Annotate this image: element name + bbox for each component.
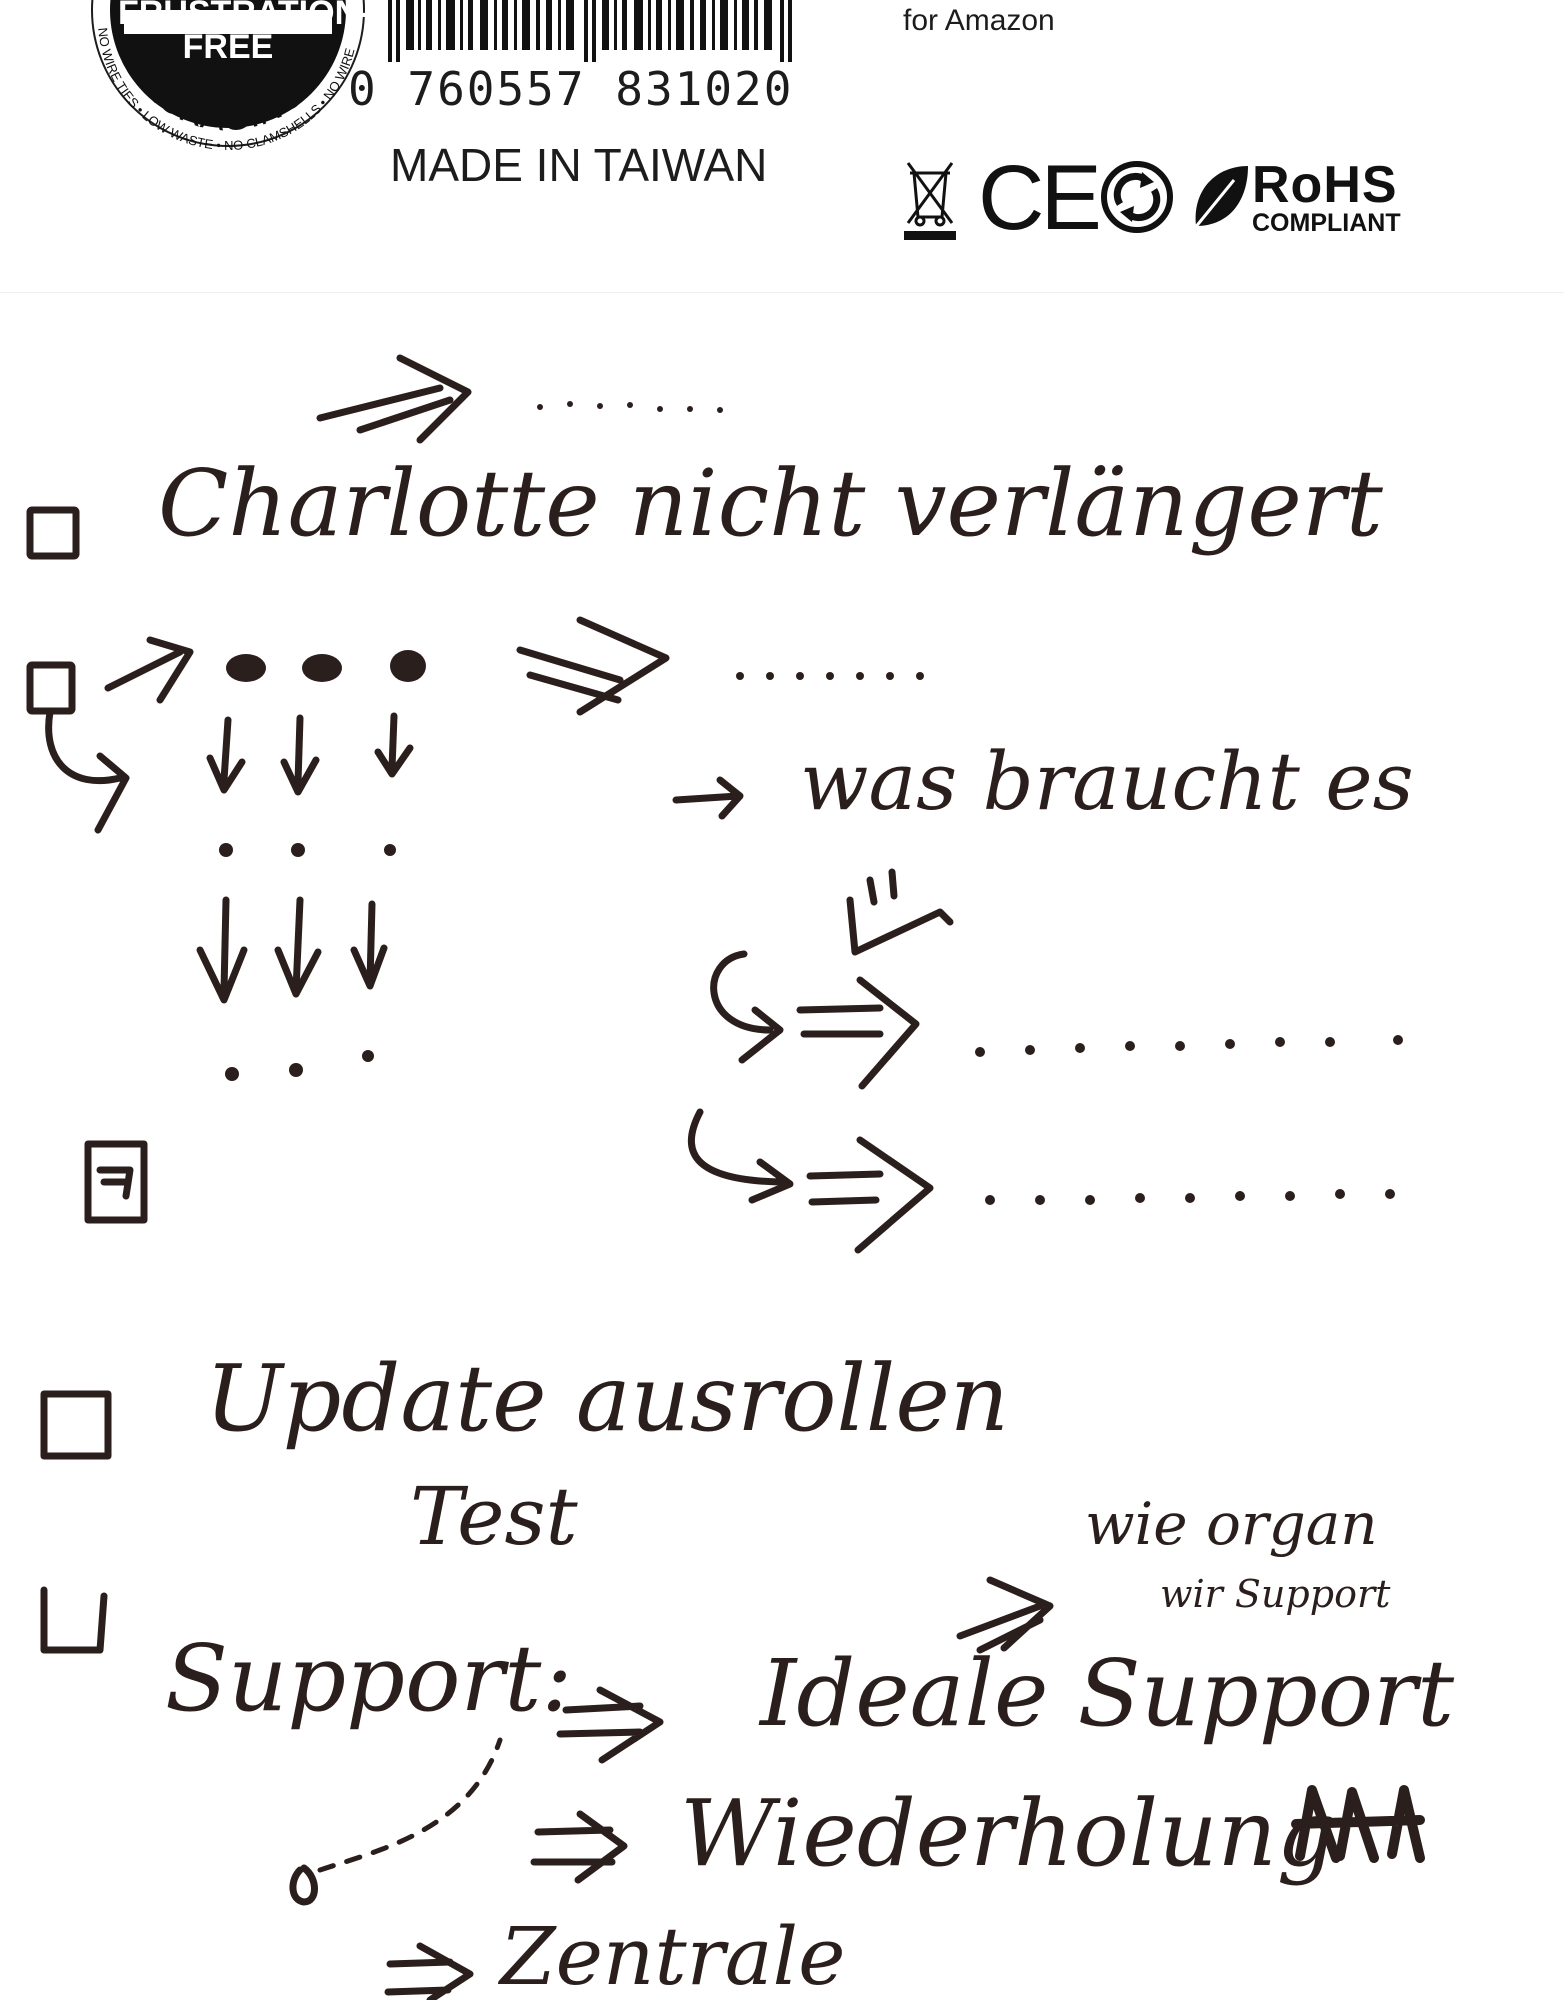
rohs-sub-text: COMPLIANT [1252, 209, 1401, 237]
checkbox-icon [40, 1390, 112, 1460]
down-arrow-icon [206, 716, 246, 794]
checkbox-icon [26, 506, 80, 560]
rohs-text: RoHS [1252, 156, 1398, 214]
checked-box-icon [84, 1140, 148, 1224]
down-arrow-icon [196, 896, 248, 1004]
curved-arrow-icon [688, 1108, 794, 1204]
weee-bin-icon [904, 162, 956, 240]
arrow-icon [104, 636, 194, 704]
seal-label: FRUSTRATION- FREE [118, 0, 371, 66]
note-ideale-support: Ideale Support [760, 1640, 1455, 1747]
note-charlotte: Charlotte nicht verlängert [158, 450, 1383, 557]
seal-line-1: FRUSTRATION- [118, 0, 371, 32]
recycling-icon [1101, 161, 1173, 233]
double-arrow-icon [806, 1136, 934, 1254]
for-amazon-label: for Amazon [903, 4, 1055, 37]
double-arrow-icon [384, 1942, 474, 2000]
double-arrow-icon [530, 1810, 628, 1884]
arrow-icon [956, 1576, 1054, 1654]
note-support: Support: [165, 1625, 573, 1732]
double-arrow-icon [796, 976, 920, 1090]
paper-edge [0, 292, 1564, 293]
frustration-free-seal: PACKAGING NO WIRE TIES • LOW WASTE • NO … [91, 0, 365, 150]
scribble-icon [1291, 1785, 1425, 1863]
down-arrow-icon [274, 896, 322, 998]
rohs-compliant-label: RoHS COMPLIANT [1252, 156, 1401, 237]
double-arrow-icon [556, 1686, 664, 1764]
double-arrow-icon [516, 616, 670, 716]
curved-arrow-icon [45, 708, 130, 834]
down-arrow-icon [374, 712, 414, 778]
ce-mark: CE [978, 147, 1102, 249]
note-test: Test [410, 1470, 578, 1563]
down-arrow-icon [350, 900, 388, 990]
arrow-icon [672, 776, 744, 820]
made-in-label: MADE IN TAIWAN [390, 139, 768, 191]
note-wie-organisieren: wie organ [1085, 1490, 1378, 1558]
down-arrow-icon [280, 714, 320, 796]
note-wir-support: wir Support [1160, 1572, 1391, 1616]
seal-line-2: FREE [182, 28, 274, 66]
checkbox-icon [26, 661, 76, 715]
checkbox-icon [40, 1586, 108, 1654]
note-update: Update ausrollen [205, 1345, 1010, 1452]
curved-arrow-icon [710, 950, 784, 1064]
note-was-braucht-es: was braucht es [800, 735, 1414, 828]
barcode [388, 0, 792, 62]
note-wiederholung: Wiederholung [680, 1780, 1336, 1887]
dashed-connector-icon [317, 1737, 503, 1873]
crown-mark-icon [846, 868, 954, 956]
note-zentrale: Zentrale [500, 1910, 846, 2003]
double-arrow-icon [316, 354, 472, 444]
leaf-icon [1188, 166, 1248, 235]
barcode-number: 0 760557 831020 [348, 62, 794, 116]
